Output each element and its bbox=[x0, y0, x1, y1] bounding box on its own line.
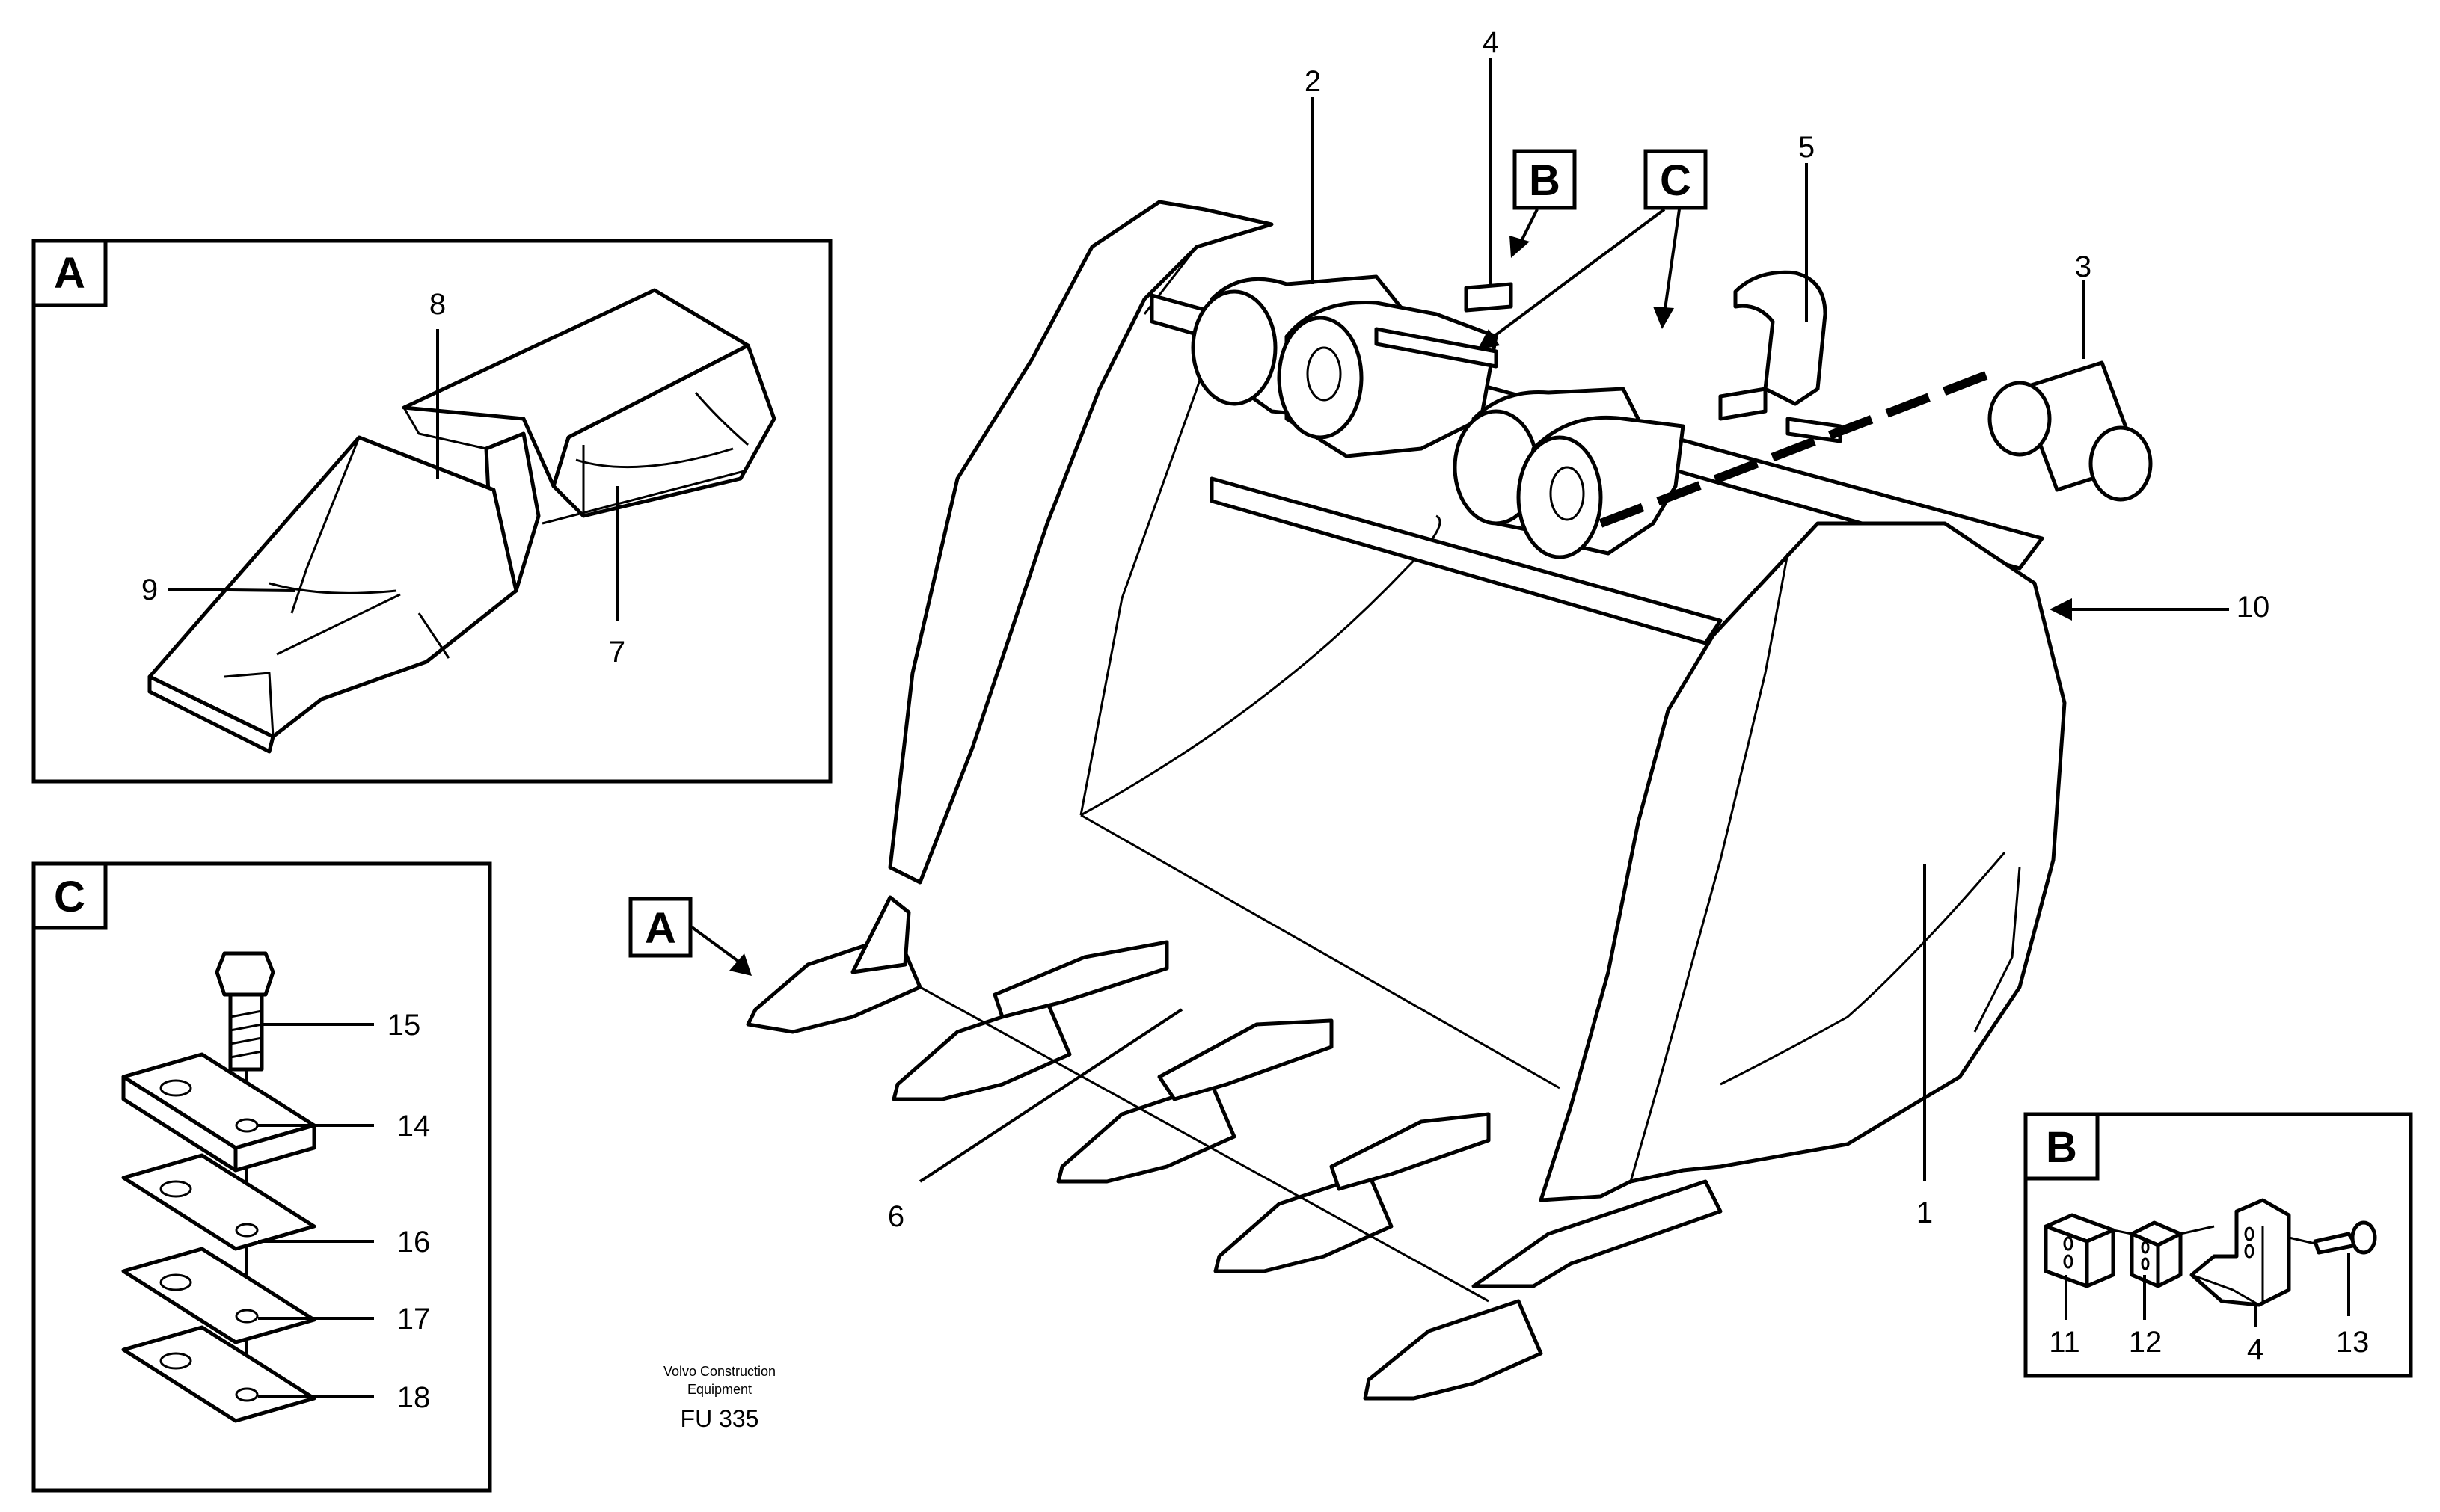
part-6-label: 6 bbox=[888, 1200, 904, 1233]
part-5-label: 5 bbox=[1798, 131, 1815, 164]
detail-a-panel: A 8 7 9 bbox=[31, 239, 833, 784]
pin-axis-line bbox=[1598, 369, 1992, 528]
part-17-label: 17 bbox=[397, 1303, 431, 1336]
part-4-label: 4 bbox=[1483, 26, 1499, 59]
part-14-label: 14 bbox=[397, 1110, 431, 1143]
part-1-label: 1 bbox=[1916, 1196, 1933, 1229]
part-10-label: 10 bbox=[2237, 591, 2270, 624]
detail-c-tag-label: C bbox=[54, 873, 85, 921]
credit-line-2: Equipment bbox=[687, 1382, 752, 1397]
part-18-label: 18 bbox=[397, 1381, 431, 1414]
part-12-label: 12 bbox=[2129, 1326, 2162, 1359]
tooth-adapter-drawing bbox=[147, 288, 776, 754]
detail-a-tag-label: A bbox=[54, 249, 85, 298]
part-13-label: 13 bbox=[2336, 1326, 2370, 1359]
detail-c-tag bbox=[31, 861, 108, 930]
callout-b-main-label: B bbox=[1529, 156, 1560, 205]
part-8-label: 8 bbox=[429, 288, 446, 321]
part-4b-label: 4 bbox=[2247, 1333, 2263, 1366]
part-11-label: 11 bbox=[2049, 1326, 2080, 1359]
callout-b-main: B bbox=[1509, 149, 1577, 258]
callout-a-main-label: A bbox=[645, 904, 676, 953]
callout-c-main-label: C bbox=[1660, 156, 1691, 205]
part-15-label: 15 bbox=[387, 1009, 421, 1042]
detail-b-tag bbox=[2023, 1112, 2100, 1181]
part-7-label: 7 bbox=[609, 636, 625, 669]
detail-b-tag-label: B bbox=[2046, 1123, 2077, 1172]
callout-a-main: A bbox=[628, 897, 752, 976]
leader-9 bbox=[168, 588, 296, 592]
part-16-label: 16 bbox=[397, 1226, 431, 1259]
part-3-label: 3 bbox=[2075, 251, 2091, 283]
credit-line-1: Volvo Construction bbox=[663, 1364, 776, 1379]
part-9-label: 9 bbox=[141, 574, 158, 606]
pin-3-drawing bbox=[1987, 360, 2153, 502]
callout-10-arrow bbox=[2050, 598, 2229, 621]
part-2-label: 2 bbox=[1305, 65, 1321, 98]
teeth bbox=[746, 895, 1723, 1401]
bucket-drawing bbox=[746, 200, 2153, 1401]
detail-b-panel: B 11 12 4 13 bbox=[2023, 1112, 2413, 1378]
detail-a-tag bbox=[31, 239, 108, 307]
detail-c-panel: C 15 14 16 bbox=[31, 861, 492, 1493]
wear-pad-drawing bbox=[2044, 1198, 2377, 1307]
drawing-code: FU 335 bbox=[681, 1405, 759, 1432]
callout-c-main: C bbox=[1477, 149, 1708, 350]
